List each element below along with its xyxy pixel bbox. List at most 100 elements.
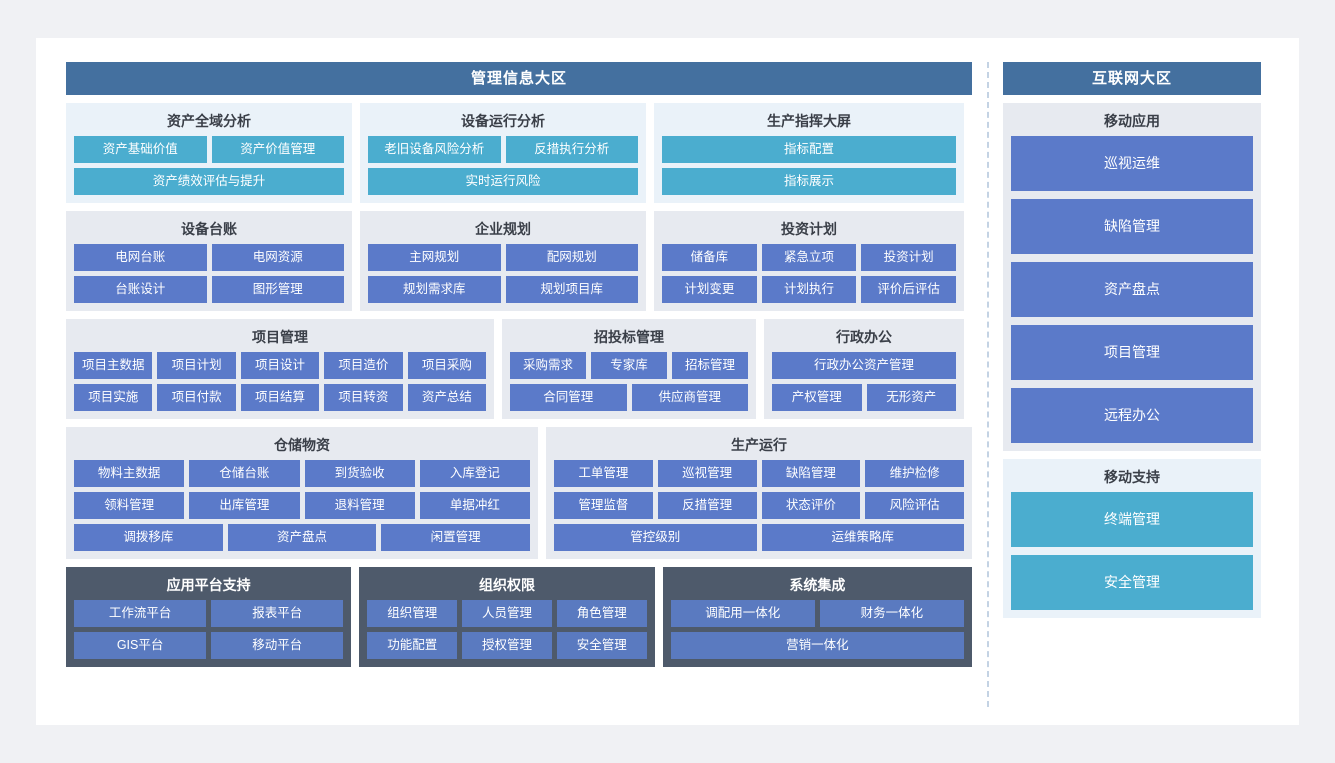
button-row: 远程办公 xyxy=(1011,388,1253,443)
module-button[interactable]: 项目结算 xyxy=(240,384,320,411)
module-button[interactable]: 状态评价 xyxy=(761,492,861,519)
button-row: 管理监督反措管理状态评价风险评估 xyxy=(554,492,964,519)
module-button[interactable]: 项目采购 xyxy=(407,352,487,379)
module-button[interactable]: 功能配置 xyxy=(367,632,458,659)
module-button[interactable]: 项目实施 xyxy=(74,384,153,411)
module-button[interactable]: 远程办公 xyxy=(1011,388,1253,443)
module-button[interactable]: 资产价值管理 xyxy=(211,136,344,163)
button-row: 安全管理 xyxy=(1011,555,1253,610)
module-button[interactable]: 紧急立项 xyxy=(761,244,857,271)
module-button[interactable]: 储备库 xyxy=(662,244,757,271)
module-button[interactable]: 项目主数据 xyxy=(74,352,153,379)
module-button[interactable]: 资产盘点 xyxy=(1011,262,1253,317)
module-button[interactable]: 工单管理 xyxy=(554,460,653,487)
module-button[interactable]: 领料管理 xyxy=(74,492,185,519)
module-button[interactable]: 反措管理 xyxy=(657,492,757,519)
module-button[interactable]: 巡视管理 xyxy=(657,460,757,487)
module-button[interactable]: 主网规划 xyxy=(368,244,501,271)
internet-zone-groups: 移动应用巡视运维缺陷管理资产盘点项目管理远程办公移动支持终端管理安全管理 xyxy=(1003,95,1261,618)
button-row: 工单管理巡视管理缺陷管理维护检修 xyxy=(554,460,964,487)
module-button[interactable]: 项目造价 xyxy=(324,352,403,379)
module-button[interactable]: 专家库 xyxy=(591,352,667,379)
module-button[interactable]: 组织管理 xyxy=(367,600,458,627)
module-button[interactable]: 项目管理 xyxy=(1011,325,1253,380)
module-button[interactable]: 移动平台 xyxy=(211,632,344,659)
module-button[interactable]: 缺陷管理 xyxy=(761,460,861,487)
module-button[interactable]: 规划需求库 xyxy=(368,276,501,303)
module-button[interactable]: 评价后评估 xyxy=(861,276,957,303)
module-button[interactable]: 资产基础价值 xyxy=(74,136,207,163)
module-button[interactable]: 管理监督 xyxy=(554,492,653,519)
module-button[interactable]: 电网资源 xyxy=(211,244,344,271)
button-row: 规划需求库规划项目库 xyxy=(368,276,638,303)
module-button[interactable]: 出库管理 xyxy=(189,492,300,519)
group-title: 行政办公 xyxy=(836,329,892,345)
module-button[interactable]: 图形管理 xyxy=(211,276,344,303)
module-button[interactable]: 供应商管理 xyxy=(631,384,748,411)
module-button[interactable]: 计划变更 xyxy=(662,276,757,303)
module-button[interactable]: 单据冲红 xyxy=(419,492,530,519)
module-button[interactable]: 巡视运维 xyxy=(1011,136,1253,191)
module-button[interactable]: 合同管理 xyxy=(510,384,627,411)
module-button[interactable]: 电网台账 xyxy=(74,244,207,271)
module-button[interactable]: 规划项目库 xyxy=(505,276,638,303)
module-button[interactable]: 工作流平台 xyxy=(74,600,207,627)
module-button[interactable]: 角色管理 xyxy=(556,600,647,627)
module-button[interactable]: 风险评估 xyxy=(865,492,964,519)
module-button[interactable]: 招标管理 xyxy=(672,352,748,379)
button-row: 行政办公资产管理 xyxy=(772,352,956,379)
module-button[interactable]: 老旧设备风险分析 xyxy=(368,136,501,163)
module-button[interactable]: 退料管理 xyxy=(304,492,415,519)
button-row: 项目实施项目付款项目结算项目转资资产总结 xyxy=(74,384,487,411)
module-button[interactable]: 资产绩效评估与提升 xyxy=(74,168,344,195)
module-button[interactable]: 台账设计 xyxy=(74,276,207,303)
module-button[interactable]: 项目设计 xyxy=(240,352,320,379)
module-button[interactable]: 报表平台 xyxy=(211,600,344,627)
group-title: 项目管理 xyxy=(252,329,308,345)
module-button[interactable]: 安全管理 xyxy=(556,632,647,659)
module-button[interactable]: 人员管理 xyxy=(462,600,552,627)
module-button[interactable]: 项目计划 xyxy=(157,352,236,379)
module-button[interactable]: 到货验收 xyxy=(304,460,415,487)
group-title: 仓储物资 xyxy=(274,437,330,453)
group-body: 项目主数据项目计划项目设计项目造价项目采购项目实施项目付款项目结算项目转资资产总… xyxy=(74,352,487,411)
module-button[interactable]: 投资计划 xyxy=(861,244,957,271)
module-button[interactable]: 项目转资 xyxy=(324,384,403,411)
group-title: 投资计划 xyxy=(781,221,837,237)
module-button[interactable]: 产权管理 xyxy=(772,384,862,411)
module-button[interactable]: 终端管理 xyxy=(1011,492,1253,547)
module-button[interactable]: 资产总结 xyxy=(407,384,487,411)
module-button[interactable]: 配网规划 xyxy=(505,244,638,271)
module-button[interactable]: 物料主数据 xyxy=(74,460,185,487)
module-button[interactable]: GIS平台 xyxy=(74,632,207,659)
module-button[interactable]: 指标配置 xyxy=(662,136,956,163)
module-button[interactable]: 计划执行 xyxy=(761,276,857,303)
module-button[interactable]: 管控级别 xyxy=(554,524,757,551)
module-button[interactable]: 安全管理 xyxy=(1011,555,1253,610)
button-row: 缺陷管理 xyxy=(1011,199,1253,254)
module-button[interactable]: 采购需求 xyxy=(510,352,586,379)
module-button[interactable]: 运维策略库 xyxy=(761,524,964,551)
module-button[interactable]: 调配用一体化 xyxy=(670,600,815,627)
module-button[interactable]: 指标展示 xyxy=(662,168,956,195)
group-title: 系统集成 xyxy=(789,577,846,593)
module-button[interactable]: 行政办公资产管理 xyxy=(772,352,956,379)
module-button[interactable]: 维护检修 xyxy=(865,460,964,487)
module-button[interactable]: 项目付款 xyxy=(157,384,236,411)
module-button[interactable]: 缺陷管理 xyxy=(1011,199,1253,254)
module-button[interactable]: 授权管理 xyxy=(462,632,552,659)
module-button[interactable]: 闲置管理 xyxy=(381,524,531,551)
module-button[interactable]: 财务一体化 xyxy=(819,600,965,627)
module-button[interactable]: 入库登记 xyxy=(419,460,530,487)
button-row: 工作流平台报表平台 xyxy=(74,600,344,627)
module-button[interactable]: 无形资产 xyxy=(866,384,956,411)
module-button[interactable]: 资产盘点 xyxy=(227,524,377,551)
module-button[interactable]: 营销一体化 xyxy=(670,632,964,659)
module-button[interactable]: 仓储台账 xyxy=(189,460,300,487)
module-button[interactable]: 调拨移库 xyxy=(74,524,223,551)
group-title: 移动支持 xyxy=(1104,469,1160,485)
group-card: 移动支持终端管理安全管理 xyxy=(1003,459,1261,618)
module-button[interactable]: 反措执行分析 xyxy=(505,136,638,163)
module-button[interactable]: 实时运行风险 xyxy=(368,168,638,195)
